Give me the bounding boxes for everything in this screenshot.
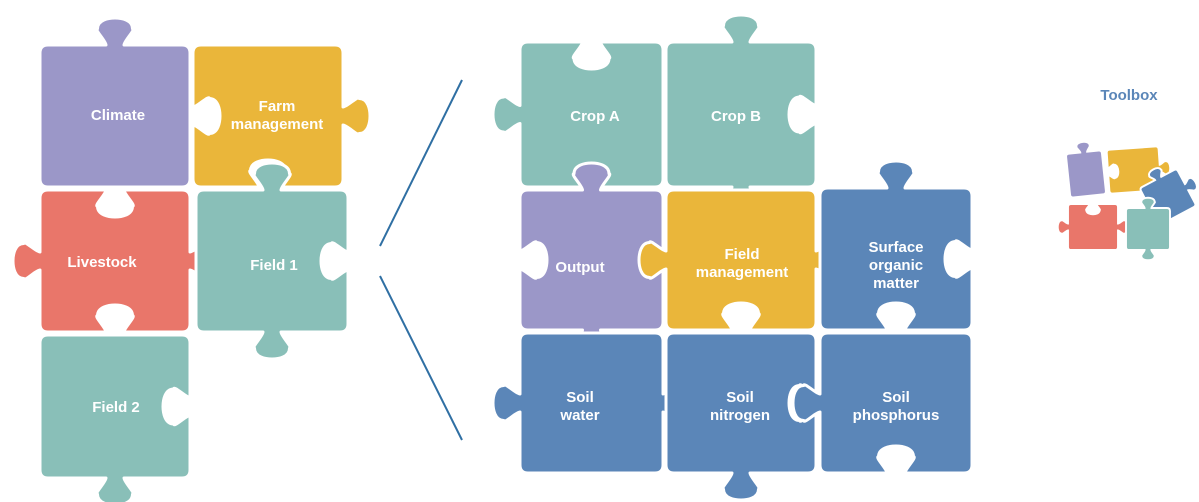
livestock-piece (11, 188, 219, 334)
livestock-label: Livestock (67, 254, 137, 271)
toolbox-title: Toolbox (1100, 87, 1158, 104)
soil-nitrogen-label-line: Soil (726, 389, 754, 406)
field-2-label: Field 2 (92, 399, 140, 416)
crop-a-piece (491, 40, 665, 189)
toolbox-icon (1056, 140, 1198, 262)
climate-piece (38, 16, 192, 189)
climate-label: Climate (91, 107, 145, 124)
surface-organic-matter-label-line: Surface (868, 239, 923, 256)
livestock-label-line: Livestock (67, 254, 137, 271)
surface-organic-matter-piece (818, 159, 974, 332)
zoom-connector-lines (379, 79, 463, 441)
toolbox-piece-red (1056, 203, 1130, 251)
farm-management-piece (191, 43, 372, 189)
soil-phosphorus-label-line: Soil (882, 389, 910, 406)
connector-line-top (379, 79, 463, 247)
field-management-label-line: Field (724, 246, 759, 263)
field-1-label: Field 1 (250, 257, 298, 274)
crop-a-label: Crop A (570, 108, 620, 125)
output-label: Output (555, 259, 604, 276)
toolbox-piece-teal (1125, 196, 1171, 262)
farm-management-label-line: management (231, 116, 324, 133)
surface-organic-matter-label-line: organic (869, 257, 923, 274)
crop-b-label-line: Crop B (711, 108, 761, 125)
soil-water-label-line: water (559, 407, 599, 424)
soil-water-label-line: Soil (566, 389, 594, 406)
puzzle-pieces (11, 13, 974, 502)
connector-line-bottom (379, 275, 463, 441)
soil-phosphorus-label-line: phosphorus (853, 407, 940, 424)
soil-nitrogen-label-line: nitrogen (710, 407, 770, 424)
soil-phosphorus-piece (791, 331, 974, 475)
field-management-label-line: management (696, 264, 789, 281)
climate-label-line: Climate (91, 107, 145, 124)
output-label-line: Output (555, 259, 604, 276)
field-1-piece (194, 161, 350, 361)
toolbox-piece-purple (1065, 140, 1107, 199)
field-2-piece (38, 333, 192, 502)
crop-b-label: Crop B (711, 108, 761, 125)
farm-management-label-line: Farm (259, 98, 296, 115)
crop-a-label-line: Crop A (570, 108, 620, 125)
field-1-label-line: Field 1 (250, 257, 298, 274)
field-2-label-line: Field 2 (92, 399, 140, 416)
surface-organic-matter-label-line: matter (873, 275, 919, 292)
